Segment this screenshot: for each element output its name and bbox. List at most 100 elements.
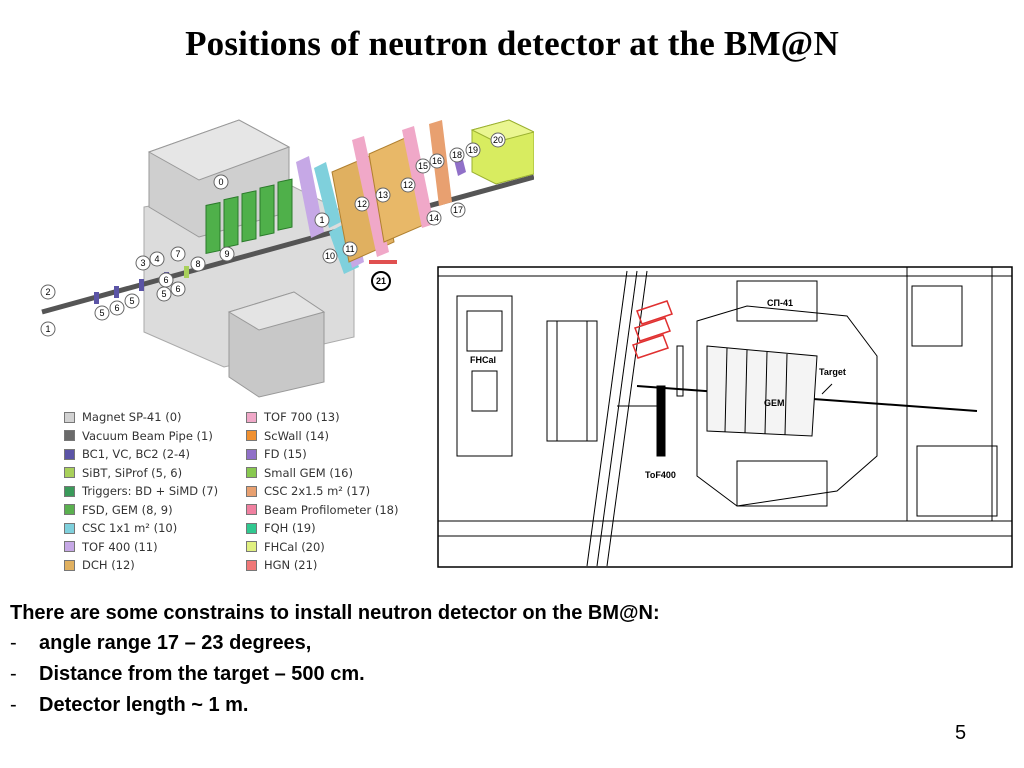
callout-6c: 6 <box>170 281 186 297</box>
legend-swatch <box>246 430 257 442</box>
legend-item: FSD, GEM (8, 9) <box>64 501 218 520</box>
callout-9: 9 <box>219 246 235 262</box>
neutron-detector-positions <box>632 300 673 359</box>
callout-15: 15 <box>415 158 431 174</box>
svg-text:21: 21 <box>376 276 386 286</box>
magnet-bottom-top <box>227 291 326 331</box>
legend-item: Beam Profilometer (18) <box>246 501 398 520</box>
legend-label: Vacuum Beam Pipe (1) <box>82 428 213 443</box>
svg-text:8: 8 <box>195 259 200 269</box>
plan-label-target: Target <box>819 367 846 377</box>
legend-swatch <box>64 541 75 553</box>
svg-text:6: 6 <box>114 303 119 313</box>
callout-17: 17 <box>450 202 466 218</box>
legend-swatch <box>246 504 257 516</box>
callouts: 0 1 2 1 3 4 5 6 5 6 7 8 9 5 6 10 11 1 12… <box>34 112 506 337</box>
svg-text:4: 4 <box>154 254 159 264</box>
constraint-item: -Distance from the target – 500 cm. <box>10 659 910 690</box>
callout-5c: 5 <box>156 286 172 302</box>
legend-item: Small GEM (16) <box>246 464 398 483</box>
legend-label: Beam Profilometer (18) <box>264 502 399 517</box>
svg-text:1: 1 <box>319 215 324 225</box>
legend-item: CSC 1x1 m² (10) <box>64 519 218 538</box>
magnet-top-face <box>147 119 291 181</box>
callout-12a: 12 <box>354 196 370 212</box>
legend-item: TOF 400 (11) <box>64 538 218 557</box>
callout-12c: 12 <box>34 112 39 114</box>
svg-text:5: 5 <box>161 289 166 299</box>
callout-14: 14 <box>426 210 442 226</box>
plan-label-fhcal: FHCal <box>470 355 496 365</box>
constraint-text: Distance from the target – 500 cm. <box>39 663 365 685</box>
legend-swatch <box>246 485 257 497</box>
legend-swatch <box>64 467 75 479</box>
svg-text:12: 12 <box>403 180 413 190</box>
legend-label: BC1, VC, BC2 (2-4) <box>82 447 190 462</box>
beam-pipe <box>41 174 534 315</box>
svg-text:16: 16 <box>432 156 442 166</box>
plan-label-gem: GEM <box>764 398 785 408</box>
legend-label: FSD, GEM (8, 9) <box>82 502 173 517</box>
svg-text:13: 13 <box>378 190 388 200</box>
callout-11: 11 <box>342 241 358 257</box>
svg-text:2: 2 <box>45 287 50 297</box>
legend-item: FD (15) <box>246 445 398 464</box>
callout-18: 18 <box>449 147 465 163</box>
callout-4: 4 <box>149 251 165 267</box>
legend-swatch <box>246 541 257 553</box>
callout-2: 2 <box>40 284 56 300</box>
constraint-item: -angle range 17 – 23 degrees, <box>10 628 910 659</box>
constraint-text: Detector length ~ 1 m. <box>39 694 249 716</box>
svg-text:15: 15 <box>418 161 428 171</box>
callout-10: 10 <box>322 248 338 264</box>
svg-text:11: 11 <box>345 244 354 254</box>
legend-label: TOF 400 (11) <box>82 539 158 554</box>
callout-16: 16 <box>429 153 445 169</box>
slide-title: Positions of neutron detector at the BM@… <box>185 24 839 63</box>
svg-text:0: 0 <box>218 177 223 187</box>
legend-item: FHCal (20) <box>246 538 398 557</box>
constraint-text: angle range 17 – 23 degrees, <box>39 632 312 654</box>
svg-text:18: 18 <box>452 150 462 160</box>
svg-text:1: 1 <box>45 324 50 334</box>
legend-label: FQH (19) <box>264 521 316 536</box>
svg-text:6: 6 <box>175 284 180 294</box>
legend-label: SiBT, SiProf (5, 6) <box>82 465 183 480</box>
page-number: 5 <box>955 722 967 744</box>
constraints-heading: There are some constrains to install neu… <box>10 602 660 624</box>
callout-6a: 6 <box>109 300 125 316</box>
fhcal-block <box>470 119 534 185</box>
svg-text:5: 5 <box>129 296 134 306</box>
legend-swatch <box>246 559 257 571</box>
legend-swatch <box>64 448 75 460</box>
legend-item: Vacuum Beam Pipe (1) <box>64 427 218 446</box>
legend-label: FHCal (20) <box>264 539 325 554</box>
bullet-dash: - <box>10 663 17 685</box>
svg-text:20: 20 <box>493 135 503 145</box>
svg-text:12: 12 <box>357 199 367 209</box>
callout-3: 3 <box>135 255 151 271</box>
target-arrow <box>821 383 833 395</box>
svg-text:9: 9 <box>224 249 229 259</box>
legend-label: Triggers: BD + SiMD (7) <box>82 484 219 499</box>
callout-7: 7 <box>170 246 186 262</box>
legend-item: Magnet SP-41 (0) <box>64 408 218 427</box>
legend-swatch <box>246 522 257 534</box>
legend-swatch <box>64 559 75 571</box>
legend-swatch <box>64 411 75 423</box>
legend-item: FQH (19) <box>246 519 398 538</box>
legend-swatch <box>246 467 257 479</box>
legend-item: ScWall (14) <box>246 427 398 446</box>
legend-swatch <box>64 430 75 442</box>
detector-3d-figure: 0 1 2 1 3 4 5 6 5 6 7 8 9 5 6 10 11 1 12… <box>34 112 534 398</box>
legend-label: TOF 700 (13) <box>264 410 340 425</box>
callout-21: 21 <box>371 271 391 291</box>
callout-19: 19 <box>465 142 481 158</box>
svg-text:6: 6 <box>163 275 168 285</box>
svg-text:3: 3 <box>140 258 145 268</box>
legend-swatch <box>64 504 75 516</box>
svg-text:7: 7 <box>175 249 180 259</box>
legend-label: HGN (21) <box>264 558 318 573</box>
legend-right-column: TOF 700 (13) ScWall (14) FD (15) Small G… <box>246 408 398 575</box>
legend-item: TOF 700 (13) <box>246 408 398 427</box>
